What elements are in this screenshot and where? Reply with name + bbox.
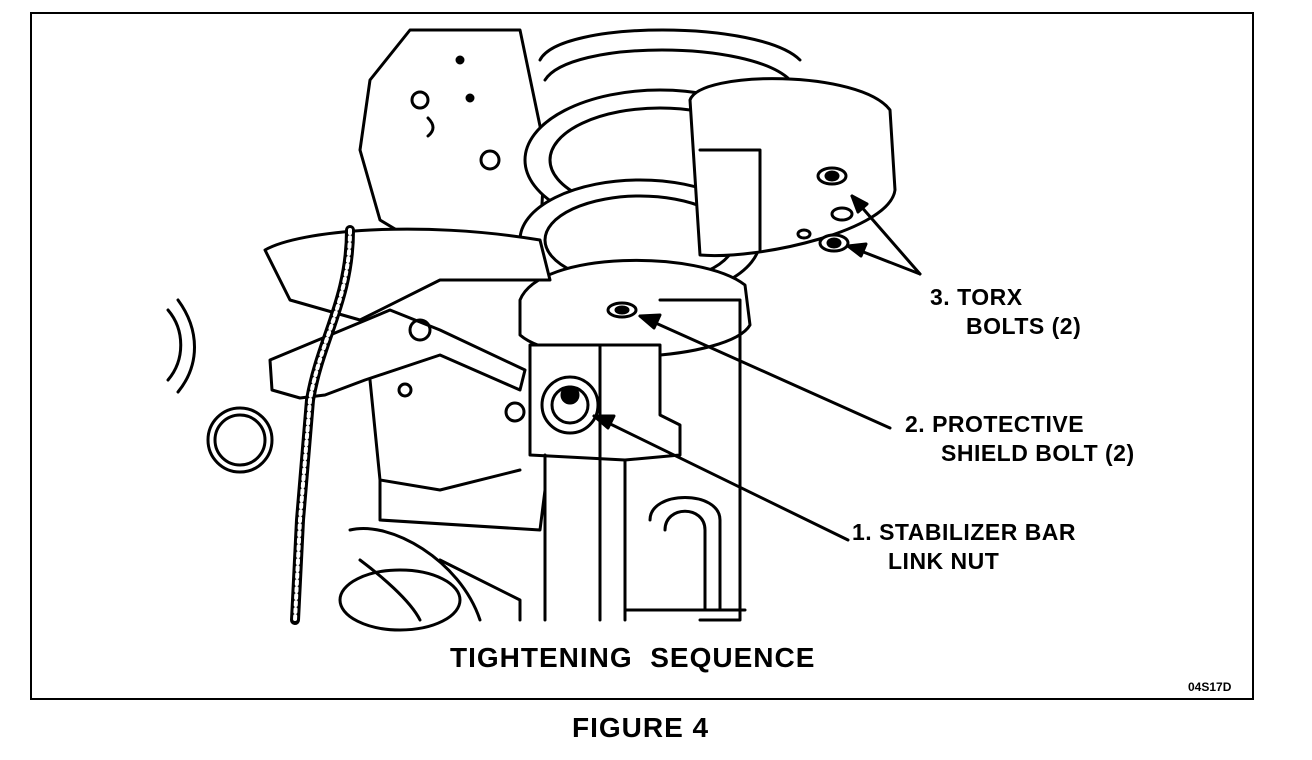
diagram-caption: TIGHTENING SEQUENCE (450, 642, 816, 673)
callout-3-line-2: BOLTS (2) (966, 313, 1082, 339)
lower-frame (263, 227, 552, 322)
callout-1-line-1: STABILIZER BAR (879, 519, 1077, 545)
callout-stabilizer-bar-link-nut: 1. STABILIZER BAR LINK NUT (852, 518, 1076, 576)
figure-frame (30, 12, 1254, 700)
callout-3-line-1: TORX (957, 284, 1023, 310)
callout-protective-shield-bolt: 2. PROTECTIVE SHIELD BOLT (2) (905, 410, 1135, 468)
figure-label: FIGURE 4 (572, 712, 710, 743)
callout-1-number: 1. (852, 519, 873, 545)
stabilizer-link-nut-drawing (540, 375, 600, 435)
callout-2-line-2: SHIELD BOLT (2) (941, 440, 1135, 466)
stabilizer-bracket (268, 308, 527, 400)
upper-spring-seat (688, 77, 897, 258)
drawing-code: 04S17D (1188, 680, 1232, 694)
callout-2-number: 2. (905, 411, 926, 437)
body-panel (358, 28, 547, 252)
callout-2-line-1: PROTECTIVE (932, 411, 1085, 437)
callout-3-number: 3. (930, 284, 951, 310)
leader-arrows (592, 194, 922, 542)
callout-1-line-2: LINK NUT (888, 548, 1000, 574)
callout-torx-bolts: 3. TORX BOLTS (2) (930, 283, 1081, 341)
